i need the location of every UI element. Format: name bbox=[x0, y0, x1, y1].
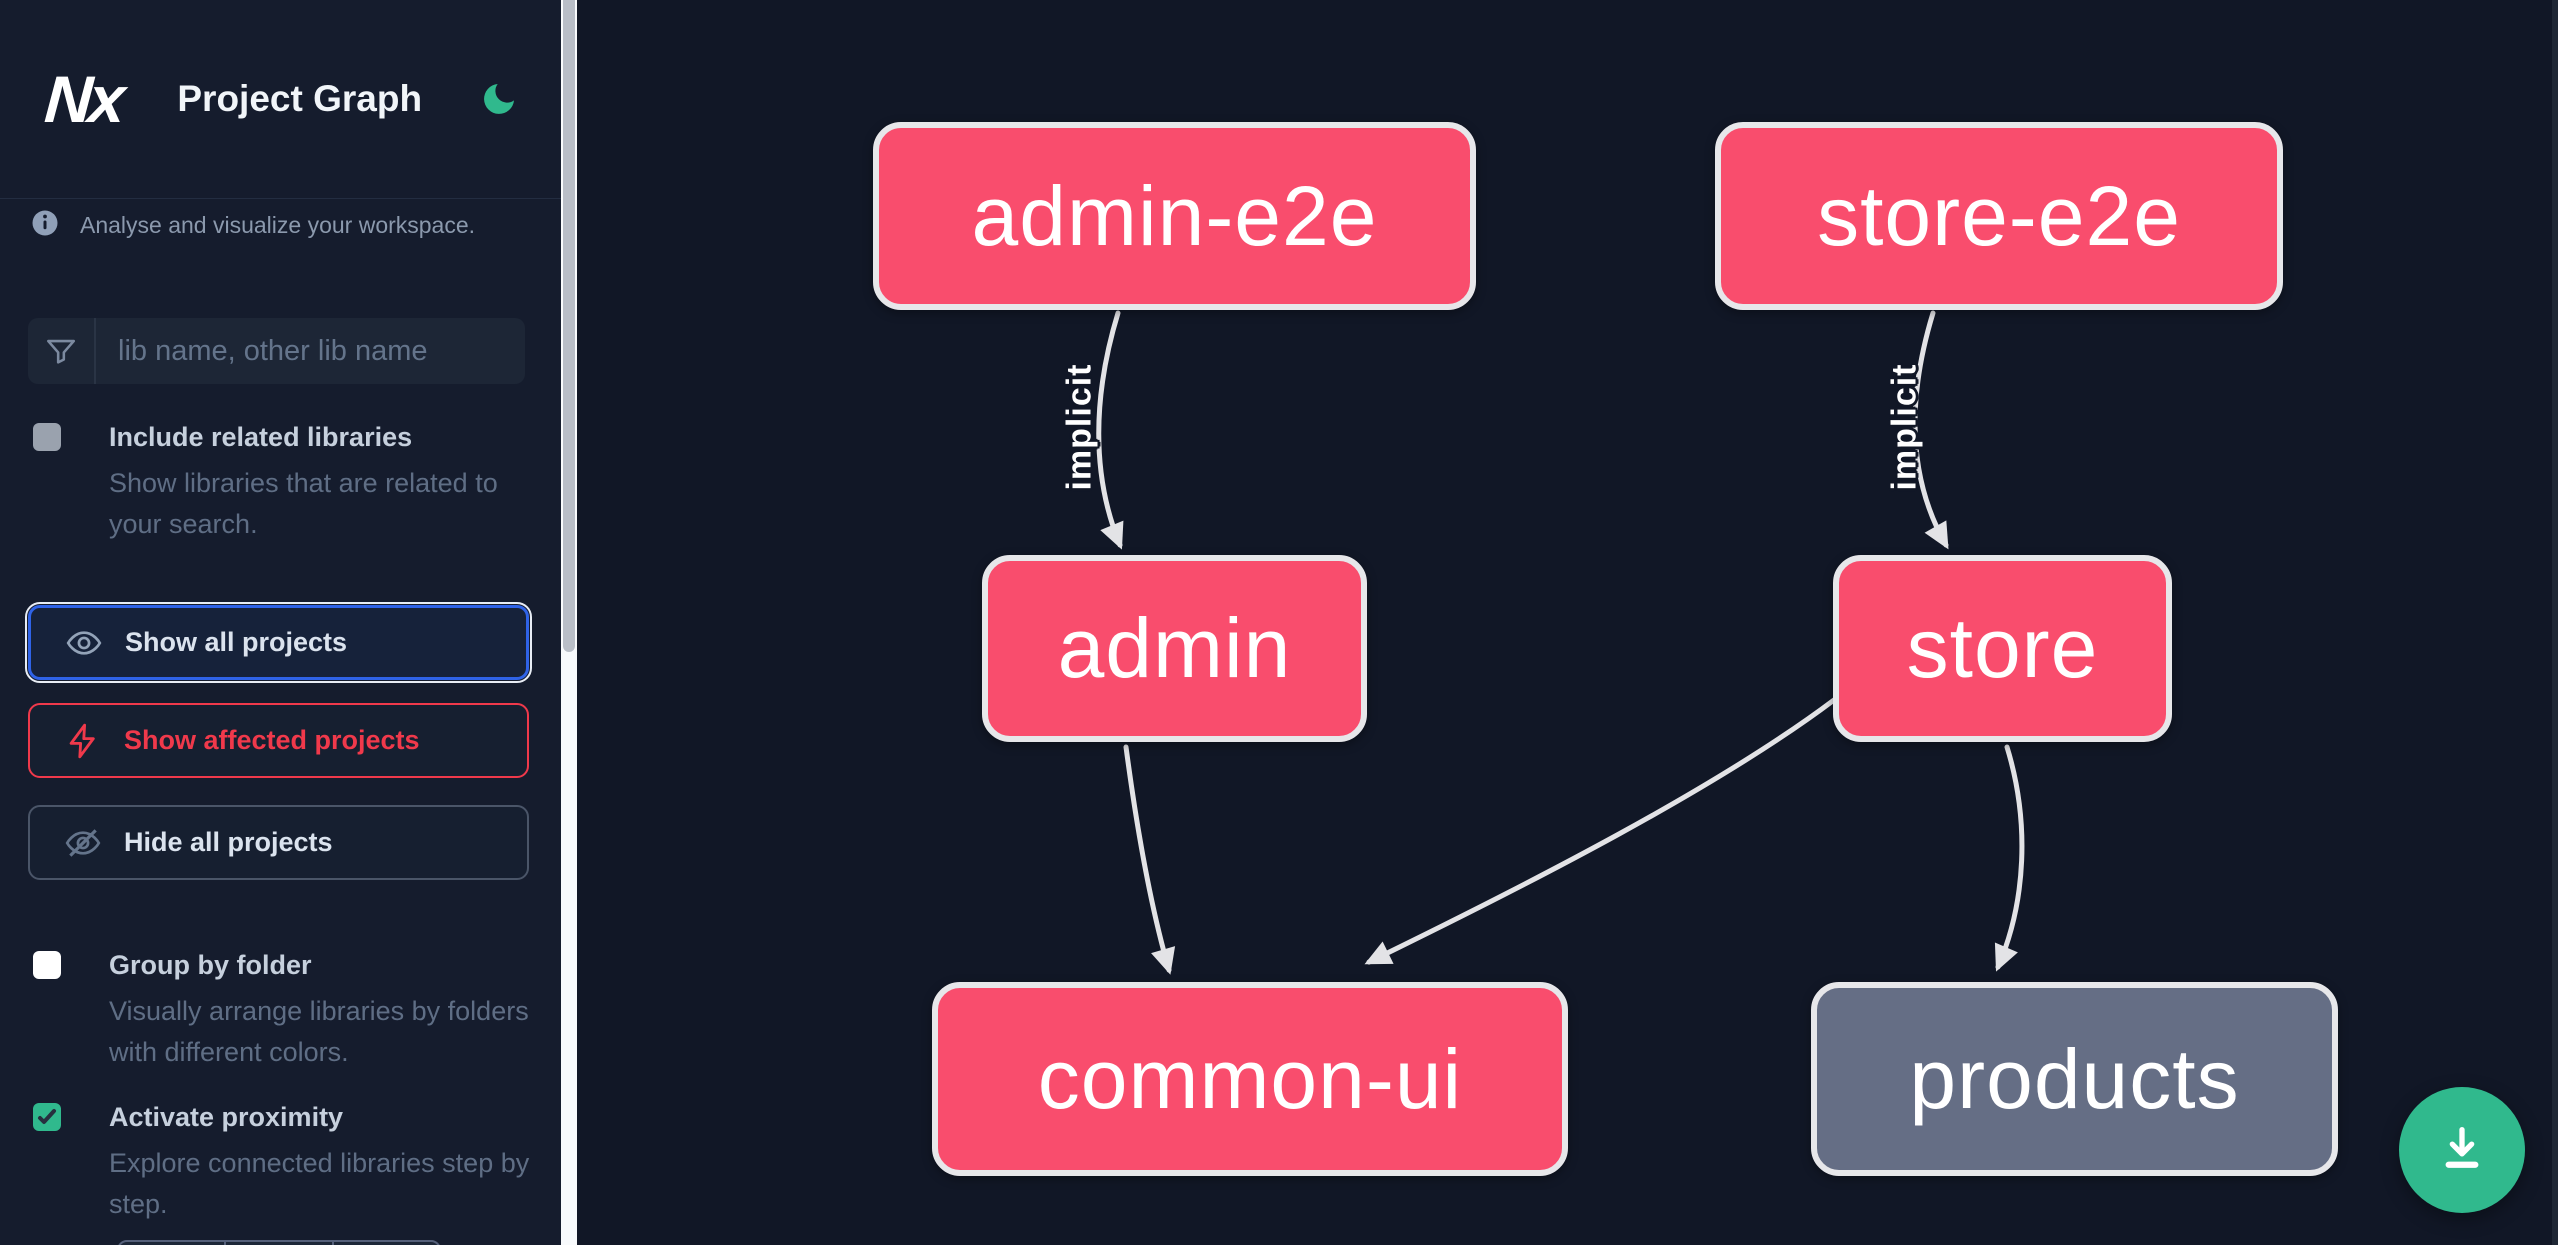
page-title: Project Graph bbox=[177, 78, 423, 119]
tagline-text: Analyse and visualize your workspace. bbox=[80, 211, 476, 238]
eye-icon bbox=[65, 624, 103, 662]
funnel-icon bbox=[28, 318, 96, 384]
stepper-value bbox=[224, 1242, 331, 1245]
checkbox-group-by-folder[interactable] bbox=[33, 951, 61, 979]
option-description: Explore connected libraries step by step… bbox=[109, 1148, 530, 1219]
option-description: Visually arrange libraries by folders wi… bbox=[109, 996, 529, 1067]
node-common-ui[interactable]: common-ui bbox=[932, 982, 1568, 1176]
info-icon bbox=[30, 208, 60, 243]
option-description: Show libraries that are related to your … bbox=[109, 468, 498, 539]
button-label: Show affected projects bbox=[124, 725, 420, 755]
download-button[interactable] bbox=[2399, 1087, 2525, 1213]
edge-label-implicit: implicit bbox=[1885, 363, 1924, 491]
edge-store-products[interactable] bbox=[1994, 744, 2025, 972]
edges-layer bbox=[1096, 310, 2025, 975]
hide-all-projects-button[interactable]: Hide all projects bbox=[28, 805, 529, 880]
option-label: Include related libraries bbox=[109, 422, 413, 452]
node-store-e2e[interactable]: store-e2e bbox=[1715, 122, 2283, 310]
option-group-by-folder[interactable]: Group by folder Visually arrange librari… bbox=[33, 946, 533, 1072]
tagline-row: Analyse and visualize your workspace. bbox=[30, 200, 531, 250]
button-label: Hide all projects bbox=[124, 827, 333, 857]
proximity-stepper[interactable] bbox=[117, 1240, 441, 1245]
edge-store-e2e-store[interactable] bbox=[1912, 310, 1949, 550]
edge-store-common-ui[interactable] bbox=[1364, 697, 1837, 965]
search-input[interactable] bbox=[96, 318, 525, 384]
button-label: Show all projects bbox=[125, 627, 348, 657]
bolt-icon bbox=[64, 722, 102, 760]
sidebar-scrollbar-thumb[interactable] bbox=[563, 0, 575, 652]
option-label: Activate proximity bbox=[109, 1102, 344, 1132]
node-store[interactable]: store bbox=[1833, 555, 2172, 742]
show-affected-projects-button[interactable]: Show affected projects bbox=[28, 703, 529, 778]
sidebar-header: Nx Project Graph bbox=[0, 0, 561, 199]
node-products[interactable]: products bbox=[1811, 982, 2338, 1176]
option-include-related[interactable]: Include related libraries Show libraries… bbox=[33, 418, 533, 544]
edge-admin-e2e-admin[interactable] bbox=[1096, 310, 1124, 550]
show-all-projects-button[interactable]: Show all projects bbox=[25, 602, 532, 683]
node-admin-e2e[interactable]: admin-e2e bbox=[873, 122, 1476, 310]
stepper-increment[interactable] bbox=[331, 1242, 439, 1245]
edge-admin-common-ui[interactable] bbox=[1123, 744, 1176, 975]
checkbox-include-related[interactable] bbox=[33, 423, 61, 451]
download-icon bbox=[2433, 1120, 2491, 1181]
option-label: Group by folder bbox=[109, 950, 312, 980]
node-admin[interactable]: admin bbox=[982, 555, 1367, 742]
sidebar-scrollbar[interactable] bbox=[561, 0, 577, 1245]
graph-canvas[interactable]: implicit implicit admin-e2e store-e2e ad… bbox=[577, 0, 2558, 1245]
window-scrollbar-strip[interactable] bbox=[2552, 0, 2558, 1245]
nx-logo: Nx bbox=[42, 62, 124, 136]
search-box bbox=[28, 318, 525, 384]
moon-icon[interactable] bbox=[479, 79, 519, 119]
option-activate-proximity[interactable]: Activate proximity Explore connected lib… bbox=[33, 1098, 533, 1224]
edge-label-implicit: implicit bbox=[1060, 363, 1099, 491]
eye-slash-icon bbox=[64, 824, 102, 862]
checkbox-activate-proximity[interactable] bbox=[33, 1103, 61, 1131]
sidebar: Nx Project Graph Analyse and visualize y… bbox=[0, 0, 561, 1245]
